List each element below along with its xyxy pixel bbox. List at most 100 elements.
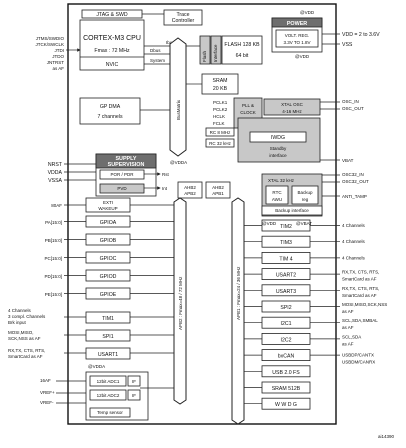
flash-interface-label: Interface: [213, 44, 218, 62]
pin-vdd-range: VDD = 2 to 3.6V: [342, 32, 380, 38]
apb1-periph-label-0: TIM2: [280, 224, 292, 230]
rc-8mhz-block: [205, 127, 235, 137]
gp-dma-block: [79, 97, 141, 125]
power-header: [271, 17, 323, 28]
sram-size-label: 20 KB: [213, 86, 228, 92]
cpu-label: CORTEX-M3 CPU: [83, 35, 141, 42]
adc2-label: 12bit ADC2: [97, 393, 120, 398]
pin-i2c1-2: as AF: [342, 325, 354, 330]
tim1-block: [85, 311, 131, 324]
exti-label-2: WAKEUP: [98, 206, 117, 211]
bus-matrix: [169, 37, 187, 157]
por-pdr-label: POR / PDR: [110, 172, 134, 177]
apb1-periph-label-5: SPI2: [280, 305, 291, 311]
pin-usb-1: USBDP/CANTX: [342, 353, 374, 358]
jtag-label: JTAG & SWD: [96, 12, 128, 18]
pll-label-2: CLOCK: [240, 110, 256, 115]
ibus-label: Ibus: [166, 40, 175, 45]
flash-block: [221, 35, 263, 65]
pvd-label: PVD: [117, 186, 127, 191]
ahb2apb1-bridge: [205, 181, 231, 199]
pin-usart1-1: RX,TX, CTS, RTS,: [8, 348, 45, 353]
pll-label-1: PLL &: [242, 103, 254, 108]
backup-interface-block: [261, 205, 323, 216]
adc1-label: 12bit ADC1: [97, 379, 120, 384]
pin-tim4-channels: 4 Channels: [342, 255, 366, 260]
pin-pc: PC[15:0]: [44, 256, 62, 261]
pin-jtdi: JTDI: [55, 48, 65, 53]
pin-usart3-2: SmartCard as AF: [342, 293, 377, 298]
por-pdr-block: [99, 169, 145, 180]
pin-anti-tamp: ANTI_TAMP: [342, 194, 367, 199]
pin-usb-2: USBDM/CANRX: [342, 360, 375, 365]
hclk-label: HCLK: [213, 114, 225, 119]
fclk-label: FCLK: [213, 121, 225, 126]
pin-tim3-channels: 4 Channels: [342, 239, 366, 244]
tim1-label: TIM1: [102, 316, 114, 322]
dbus-label: Dbus: [150, 48, 161, 53]
pin-i2c2-2: as AF: [342, 341, 354, 346]
gpio-label-1: GPIOB: [100, 238, 117, 244]
standby-label-1: Standby: [270, 146, 287, 151]
apb1-periph-label-1: TIM3: [280, 240, 292, 246]
pin-vdda: VDDA: [48, 170, 63, 176]
vdda-label-1: @VDDA: [170, 160, 187, 165]
adc1-block: [89, 375, 127, 387]
voltage-regulator-block: [275, 29, 319, 48]
trace-label-1: Trace: [176, 12, 189, 18]
flash-bit-label: 64 bit: [236, 53, 249, 59]
iwdg-label: IWDG: [271, 135, 285, 141]
ahb2apb2-bridge: [177, 181, 203, 199]
backup-reg-block: [291, 185, 319, 205]
pin-pb: PB[15:0]: [45, 238, 62, 243]
vdd-top-label: @VDD: [300, 10, 315, 15]
pclk1-label: PCLK1: [213, 100, 228, 105]
pin-osc-out: OSC_OUT: [342, 106, 364, 111]
pin-osc32-out: OSC32_OUT: [342, 179, 369, 184]
pin-jtck: JTCK/SWCLK: [35, 42, 64, 47]
pin-tim1-3: Brk input: [8, 320, 27, 325]
pin-spi1-1: MOSI,MISO,: [8, 330, 34, 335]
cpu-freq-label: Fmax : 72 MHz: [94, 48, 130, 54]
vdd-label-mid: @VDD: [262, 221, 277, 226]
apb1-periph-label-11: W W D G: [275, 402, 297, 408]
supply-label-1: SUPPLY: [115, 156, 136, 162]
system-label: System: [150, 58, 165, 63]
usart1-block: [85, 347, 131, 360]
vreg-label-1: VOLT. REG.: [285, 33, 309, 38]
flash-interface-block: [210, 35, 222, 65]
vdd-power-label: @VDD: [295, 54, 310, 59]
gp-dma-channels: 7 channels: [97, 114, 122, 120]
spi1-label: SPI1: [102, 334, 113, 340]
pin-vssa: VSSA: [48, 178, 62, 184]
pin-spi1-2: SCK,NSS as AF: [8, 336, 41, 341]
apb1-periph-label-6: I2C1: [281, 321, 292, 327]
pin-usart1-2: SmartCard as AF: [8, 354, 43, 359]
rc-32khz-block: [205, 138, 235, 148]
backup-reg-label-2: reg: [302, 197, 309, 202]
trace-label-2: Controller: [172, 18, 195, 24]
pin-pa: PA[15:0]: [45, 220, 62, 225]
pin-tim1-2: 3 compl. Channels: [8, 314, 46, 319]
apb1-periph-label-3: USART2: [276, 273, 296, 279]
exti-label-1: EXTI: [103, 200, 113, 205]
apb1-periph-label-9: USB 2.0 FS: [272, 370, 300, 376]
xtal32-label: XTAL 32 kHz: [268, 178, 295, 183]
pin-spi2-1: MOSI,MISO,SCK,NSS: [342, 302, 387, 307]
vbat-supply-label: @VBAT: [296, 221, 312, 226]
gpio-label-4: GPIOE: [100, 292, 117, 298]
xtal-osc-label-2: 4-16 MHz: [282, 109, 302, 114]
supply-header: [95, 153, 157, 169]
backup-reg-label-1: Backup: [297, 190, 313, 195]
trace-controller-block: [163, 9, 203, 26]
pin-vss: VSS: [342, 42, 353, 48]
pin-pe: PE[15:0]: [45, 292, 62, 297]
xtal-osc-block: [263, 98, 321, 116]
flash-obl-block: [199, 35, 211, 65]
int-label: Int: [162, 186, 168, 191]
pclk2-label: PCLK2: [213, 107, 228, 112]
xtal-osc-label-1: XTAL OSC: [281, 102, 304, 107]
